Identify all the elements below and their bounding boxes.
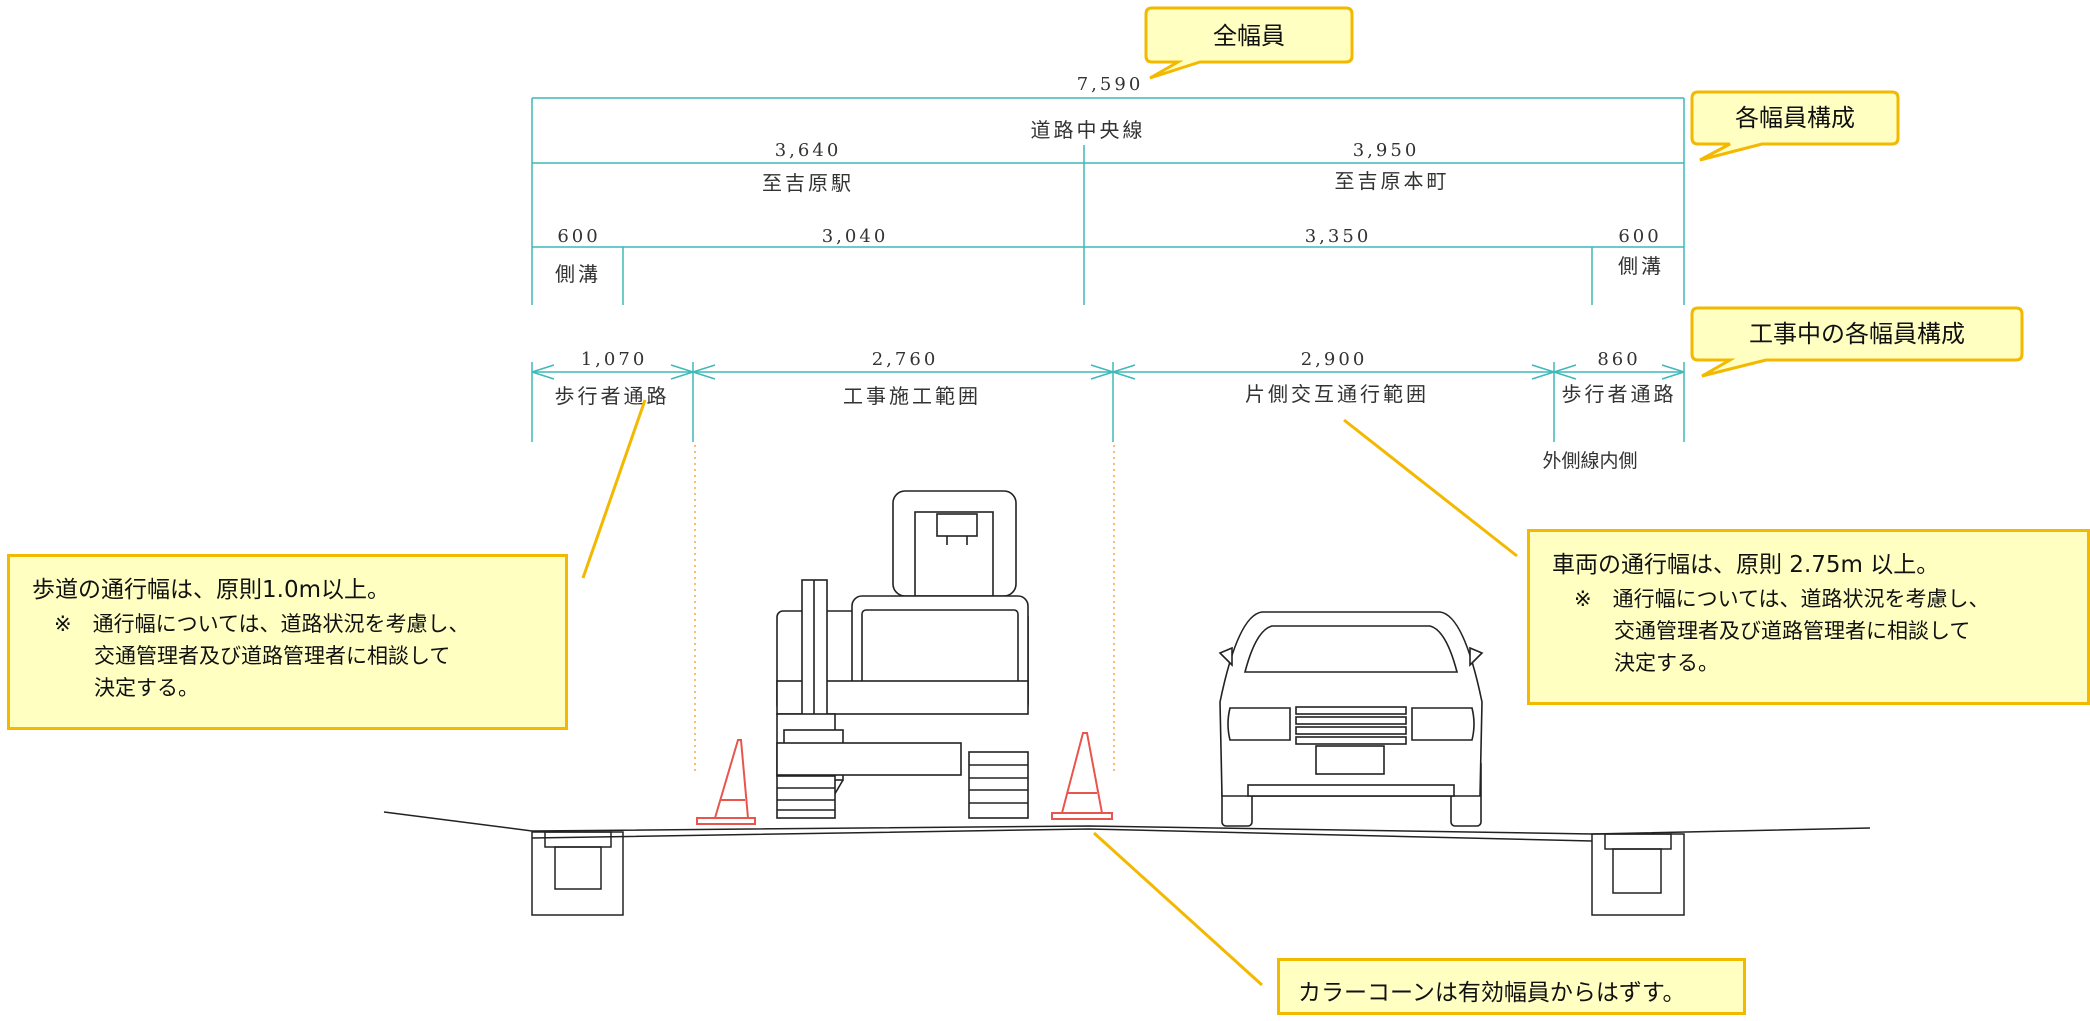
note-vehicle-main: 車両の通行幅は、原則 2.75m 以上。 (1552, 552, 1940, 578)
total-width-label: 全幅員 (1213, 22, 1285, 50)
note-sidewalk-sub-3: 決定する。 (94, 676, 199, 700)
note-cone-text: カラーコーンは有効幅員からはずす。 (1298, 980, 1686, 1006)
construction-dimension-frame (531, 362, 1685, 442)
right-gutter-width: 600 (1618, 226, 1661, 247)
note-sidewalk: 歩道の通行幅は、原則1.0m以上。 ※ 通行幅については、道路状況を考慮し、 交… (7, 554, 568, 730)
traffic-cone-left (696, 739, 756, 825)
gutter-left (531, 831, 624, 916)
traffic-width: 2,900 (1301, 349, 1368, 370)
centerline-label: 道路中央線 (1031, 118, 1146, 142)
left-lane-width: 3,040 (822, 226, 889, 247)
traffic-label: 片側交互通行範囲 (1245, 382, 1429, 406)
note-vehicle-sub-2: 交通管理者及び道路管理者に相談して (1614, 619, 1971, 643)
car (1218, 611, 1484, 827)
left-gutter-width: 600 (557, 226, 600, 247)
right-lane-width: 3,350 (1305, 226, 1372, 247)
sidewalk-right-label: 歩行者通路 (1562, 382, 1677, 406)
note-sidewalk-sub-1: ※ 通行幅については、道路状況を考慮し、 (54, 612, 470, 636)
outer-line-label: 外側線内側 (1542, 450, 1637, 472)
callout-each-width: 各幅員構成 (1690, 90, 1900, 162)
excavator (776, 490, 1029, 819)
right-half-width: 3,950 (1353, 140, 1420, 161)
note-vehicle-sub-3: 決定する。 (1614, 651, 1719, 675)
note-cone: カラーコーンは有効幅員からはずす。 (1277, 958, 1746, 1015)
note-vehicle-sub-1: ※ 通行幅については、道路状況を考慮し、 (1574, 587, 1990, 611)
sidewalk-left-width: 1,070 (581, 349, 648, 370)
right-gutter-label: 側溝 (1618, 254, 1664, 278)
top-dimension-frame (531, 97, 1685, 305)
note-vehicle: 車両の通行幅は、原則 2.75m 以上。 ※ 通行幅については、道路状況を考慮し… (1527, 529, 2090, 705)
leader-vehicle (1343, 418, 1518, 558)
note-sidewalk-main: 歩道の通行幅は、原則1.0m以上。 (32, 577, 390, 603)
leader-sidewalk (581, 399, 647, 579)
left-half-width: 3,640 (775, 140, 842, 161)
gutter-right (1591, 833, 1685, 916)
left-direction-label: 至吉原駅 (762, 171, 854, 195)
right-direction-label: 至吉原本町 (1335, 169, 1450, 193)
traffic-cone-right (1051, 732, 1113, 820)
note-sidewalk-sub-2: 交通管理者及び道路管理者に相談して (94, 644, 451, 668)
sidewalk-right-width: 860 (1597, 349, 1640, 370)
callout-total-width: 全幅員 (1144, 6, 1354, 80)
construction-width-label: 工事中の各幅員構成 (1749, 320, 1965, 348)
callout-construction-width: 工事中の各幅員構成 (1690, 306, 2024, 378)
left-gutter-label: 側溝 (555, 262, 601, 286)
sidewalk-left-label: 歩行者通路 (555, 384, 670, 408)
leader-cone (1092, 831, 1264, 987)
work-zone-boundaries (694, 445, 1115, 775)
work-area-width: 2,760 (872, 349, 939, 370)
work-area-label: 工事施工範囲 (843, 384, 981, 408)
total-width-value: 7,590 (1077, 74, 1144, 95)
each-width-label: 各幅員構成 (1735, 104, 1855, 132)
road-surface (383, 811, 1871, 842)
